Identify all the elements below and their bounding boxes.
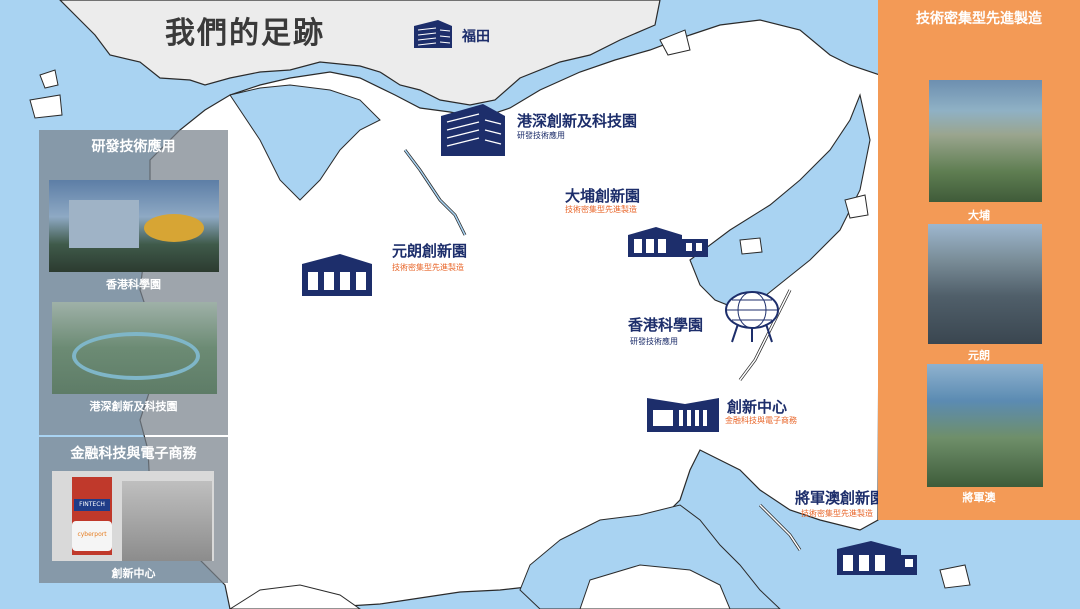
site-name: 元朗創新園 [392,242,468,260]
manufacturing-panel-title: 技術密集型先進製造 [916,11,1042,27]
site-sub: 研發技術應用 [517,131,565,140]
building-shape [69,200,139,248]
rd-panel: 研發技術應用 香港科學園 港深創新及科技園 [39,130,228,435]
islet [29,94,63,119]
islet [844,194,869,219]
factory-icon [628,227,708,257]
site-name: 香港科學園 [628,316,704,334]
islet [39,69,59,89]
building-facade [122,481,212,561]
manufacturing-panel: 技術密集型先進製造 大埔 元朗 將軍澳 [878,0,1080,520]
fin-panel: 金融科技與電子商務 FINTECH cyberport 創新中心 [39,437,228,583]
deep-bay [229,84,381,201]
site-sub: 研發技術應用 [630,337,678,346]
building-icon [414,20,452,48]
cyberport-sign: cyberport [72,521,112,551]
site-name: 大埔創新園 [565,187,641,205]
site-name: 港深創新及科技園 [517,112,638,130]
site-name: 將軍澳創新園 [795,489,886,507]
photo-caption: 港深創新及科技園 [89,400,178,413]
site-sub: 技術密集型先進製造 [801,509,873,518]
river [404,149,466,236]
golf-ball-shape [144,214,204,242]
photo-caption: 將軍澳 [962,491,996,504]
photo-yuenlong [928,224,1042,344]
cyberport-sign-text: cyberport [77,531,107,538]
site-sub: 技術密集型先進製造 [392,263,464,272]
building-icon [441,104,505,156]
photo-caption: 創新中心 [111,567,156,580]
river-shape [72,332,200,380]
rd-panel-title: 研發技術應用 [91,139,176,155]
site-sub: 金融科技與電子商務 [725,416,797,425]
shenzhen-landmass [59,0,661,106]
photo-caption: 大埔 [968,209,990,222]
tko-pier [759,504,801,551]
fin-panel-title: 金融科技與電子商務 [70,446,197,462]
islet [659,29,691,56]
building-icon [647,398,719,432]
photo-science-park [49,180,219,272]
islet [739,237,763,255]
factory-icon [837,541,917,575]
golf-ball-icon [725,291,779,343]
photo-caption: 香港科學園 [106,278,161,291]
fintech-sign: FINTECH [74,499,110,511]
photo-tko [927,364,1043,487]
page-title: 我們的足跡 [165,16,325,51]
site-name: 福田 [462,29,490,45]
coastal-road [739,289,791,381]
site-name: 創新中心 [727,398,788,416]
factory-icon [302,254,372,296]
lantau-island [229,584,361,609]
photo-caption: 元朗 [968,349,990,362]
islet [939,564,971,589]
south-island [579,564,731,609]
site-sub: 技術密集型先進製造 [565,205,637,214]
photo-taipo [929,80,1042,202]
photo-cyberport: FINTECH cyberport [52,471,214,561]
photo-hksz [52,302,217,394]
